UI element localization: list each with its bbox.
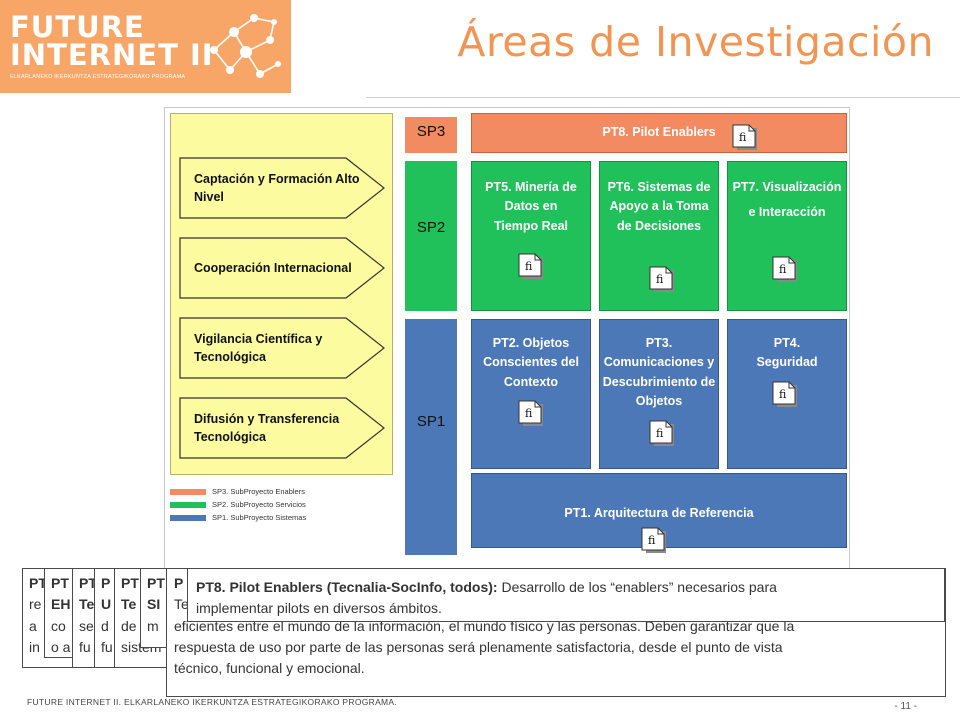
card-line: implementar pilots en diversos ámbitos. — [196, 600, 442, 617]
legend-item: SP3. SubProyecto Enablers — [170, 485, 360, 498]
pt5-box[interactable]: PT5. Minería de Datos en Tiempo Real — [471, 161, 591, 311]
arrow-vigilancia: Vigilancia Científica y Tecnológica — [178, 316, 388, 380]
sp2-label: SP2 — [405, 161, 457, 311]
legend-label: SP3. SubProyecto Enablers — [212, 487, 305, 496]
card-line: co — [51, 617, 66, 634]
card-line: técnico, funcional y emocional. — [174, 660, 365, 677]
sp3-label: SP3 — [405, 117, 457, 153]
logo: FUTURE INTERNET II ELKARLANEKO IKERKUNTZ… — [0, 0, 291, 93]
card-line: fu — [79, 638, 91, 655]
pt2-label: PT2. Objetos Conscientes del Contexto — [483, 336, 579, 389]
document-icon[interactable]: fi — [639, 525, 669, 555]
research-areas-diagram: Captación y Formación Alto Nivel Coopera… — [164, 107, 850, 569]
pt3-label: PT3. Comunicaciones y Descubrimiento de … — [602, 336, 716, 409]
legend-swatch — [170, 501, 206, 508]
pt8-label: PT8. Pilot Enablers — [602, 125, 716, 140]
svg-text:fi: fi — [656, 273, 664, 286]
legend-item: SP1. SubProyecto Sistemas — [170, 511, 360, 524]
document-icon[interactable]: fi — [647, 418, 677, 448]
card-title-2: U — [101, 596, 112, 613]
arrow-difusion: Difusión y Transferencia Tecnológica — [178, 396, 388, 460]
arrow-label: Captación y Formación Alto Nivel — [194, 171, 360, 204]
card-line: o a — [51, 638, 71, 655]
card-title-2: Te — [121, 596, 137, 613]
card-line: d — [101, 617, 109, 634]
document-icon[interactable]: fi — [647, 264, 677, 294]
svg-text:fi: fi — [779, 263, 787, 276]
card-title-2: SI — [147, 596, 161, 613]
arrow-captacion: Captación y Formación Alto Nivel — [178, 156, 388, 220]
card-title: PT8. Pilot Enablers (Tecnalia-SocInfo, t… — [196, 579, 498, 595]
legend-item: SP2. SubProyecto Servicios — [170, 498, 360, 511]
page-number: - 11 - — [894, 701, 917, 712]
card-text: Desarrollo de los “enablers” necesarios … — [497, 579, 777, 595]
pt7-label-2: e Interacción — [748, 205, 826, 220]
pt1-box[interactable]: PT1. Arquitectura de Referencia — [471, 473, 847, 548]
svg-text:fi: fi — [779, 388, 787, 401]
pt1-label: PT1. Arquitectura de Referencia — [564, 506, 754, 520]
card-line: de — [121, 617, 137, 634]
legend-swatch — [170, 488, 206, 495]
legend-label: SP2. SubProyecto Servicios — [212, 500, 306, 509]
arrow-label: Difusión y Transferencia Tecnológica — [194, 411, 340, 444]
card-title: PT — [51, 575, 69, 591]
pt2-box[interactable]: PT2. Objetos Conscientes del Contexto — [471, 319, 591, 469]
card-title-2: EH — [51, 596, 71, 613]
pt4-label: PT4. Seguridad — [756, 336, 818, 370]
legend: SP3. SubProyecto Enablers SP2. SubProyec… — [170, 485, 360, 524]
card-title: PT — [79, 575, 97, 591]
pt6-box[interactable]: PT6. Sistemas de Apoyo a la Toma de Deci… — [599, 161, 719, 311]
card-title: PT — [29, 575, 47, 591]
card-line: in — [29, 638, 40, 655]
document-icon[interactable]: fi — [516, 398, 546, 428]
card-line: se — [79, 617, 94, 634]
sp1-label: SP1 — [405, 319, 457, 555]
legend-label: SP1. SubProyecto Sistemas — [212, 513, 307, 522]
logo-line1: FUTURE — [10, 10, 145, 44]
legend-swatch — [170, 514, 206, 521]
arrow-label: Vigilancia Científica y Tecnológica — [194, 331, 323, 364]
card-title: PT — [121, 575, 139, 591]
document-icon[interactable]: fi — [770, 254, 800, 284]
header-divider — [366, 97, 960, 98]
card-title-2: Te — [79, 596, 95, 613]
card-title: P — [101, 575, 111, 591]
footer-text: FUTURE INTERNET II. ELKARLANEKO IKERKUNT… — [27, 697, 398, 707]
document-icon[interactable]: fi — [770, 379, 800, 409]
document-icon[interactable]: fi — [730, 122, 760, 152]
network-icon — [210, 14, 281, 78]
support-activities-panel: Captación y Formación Alto Nivel Coopera… — [170, 113, 393, 475]
svg-text:fi: fi — [525, 260, 533, 273]
arrow-label: Cooperación Internacional — [194, 260, 352, 275]
svg-text:fi: fi — [656, 427, 664, 440]
arrow-cooperacion: Cooperación Internacional — [178, 236, 388, 300]
pt5-label: PT5. Minería de Datos en Tiempo Real — [485, 180, 577, 233]
pt8-box[interactable]: PT8. Pilot Enablers — [471, 113, 847, 153]
card-line: m — [147, 617, 159, 634]
svg-text:fi: fi — [525, 407, 533, 420]
document-icon[interactable]: fi — [516, 251, 546, 281]
card-line: respuesta de uso por parte de las person… — [174, 638, 783, 655]
svg-text:fi: fi — [648, 534, 656, 547]
card-line: re — [29, 596, 42, 613]
popup-card-pt8[interactable]: PT8. Pilot Enablers (Tecnalia-SocInfo, t… — [187, 568, 945, 622]
card-title: P — [174, 575, 184, 591]
pt6-label: PT6. Sistemas de Apoyo a la Toma de Deci… — [607, 180, 711, 233]
pt7-label: PT7. Visualización — [732, 180, 842, 194]
logo-line2: INTERNET II — [10, 38, 214, 72]
svg-text:fi: fi — [739, 131, 747, 144]
card-title: PT — [147, 575, 165, 591]
card-line: a — [29, 617, 37, 634]
card-line: Te — [174, 596, 189, 613]
page-title: Áreas de Investigación — [457, 18, 934, 66]
card-line: fu — [101, 638, 113, 655]
logo-subtitle: ELKARLANEKO IKERKUNTZA ESTRATEGIKORAKO P… — [10, 74, 186, 80]
pt7-box[interactable]: PT7. Visualización e Interacción — [727, 161, 847, 311]
